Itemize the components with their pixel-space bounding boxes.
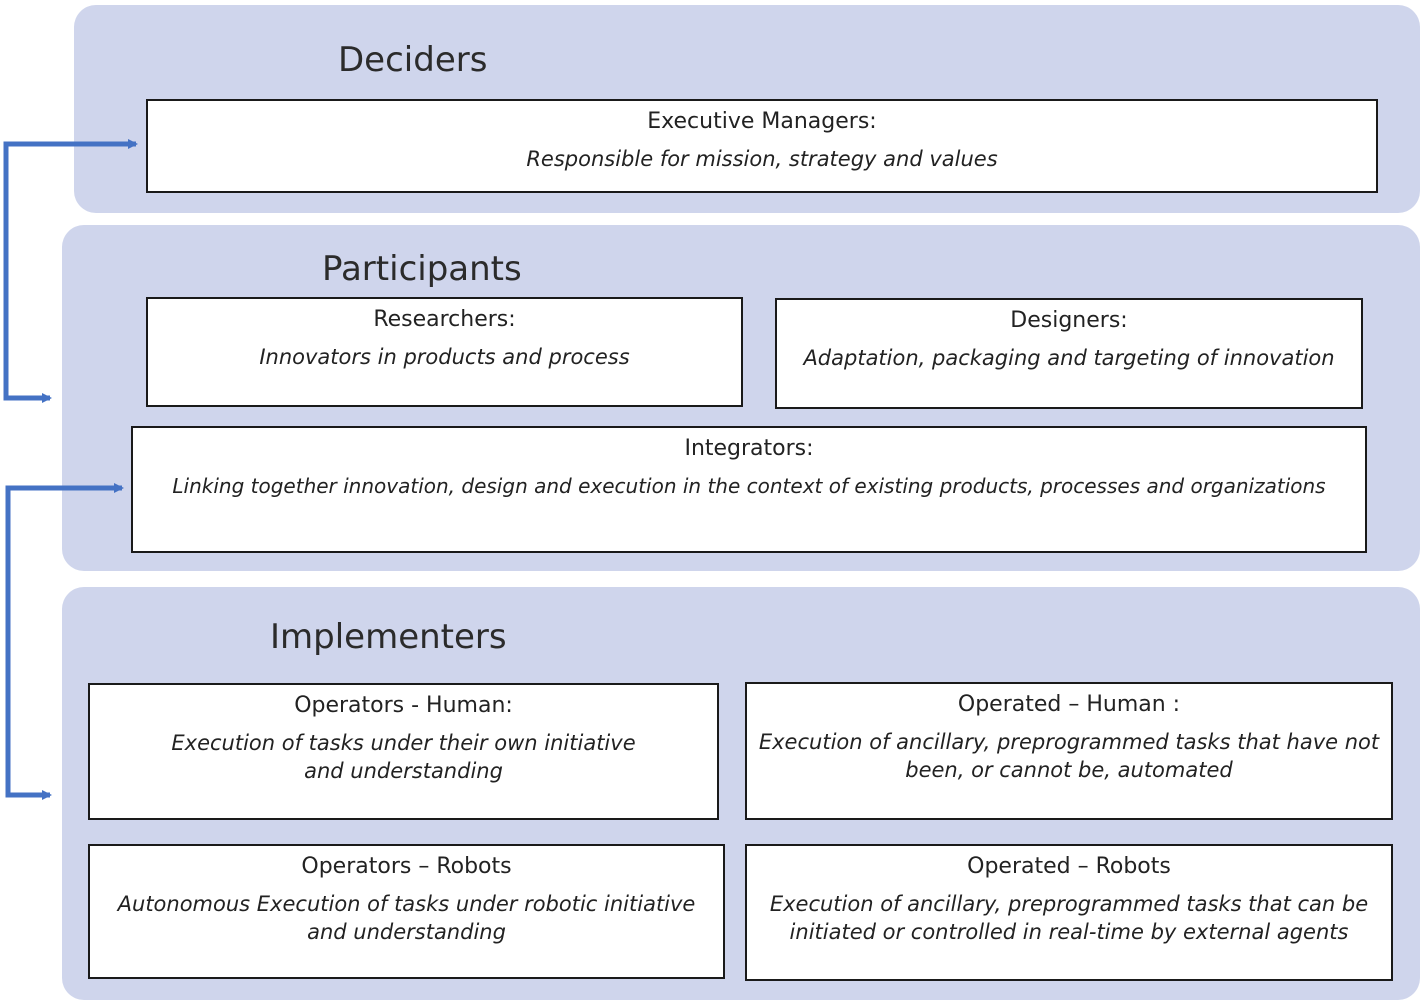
operated-human-label: Operated – Human : <box>957 692 1181 717</box>
operators-human-description: Execution of tasks under their own initi… <box>171 731 636 783</box>
arrow-to-implementers <box>5 488 52 800</box>
implementers-title: Implementers <box>270 617 507 657</box>
participants-title: Participants <box>322 249 522 289</box>
executive-managers-box: Executive Managers: Responsible for miss… <box>146 99 1378 193</box>
designers-label: Designers: <box>1010 308 1128 333</box>
operated-human-box: Operated – Human : Execution of ancillar… <box>745 682 1393 820</box>
arrow-to-participants <box>3 144 52 403</box>
researchers-label: Researchers: <box>373 307 516 332</box>
operated-robots-box: Operated – Robots Execution of ancillary… <box>745 844 1393 981</box>
arrow-to-executive-managers <box>3 139 138 398</box>
operators-human-box: Operators - Human: Execution of tasks un… <box>88 683 719 820</box>
integrators-box: Integrators: Linking together innovation… <box>131 426 1367 553</box>
deciders-title: Deciders <box>338 40 488 80</box>
integrators-description: Linking together innovation, design and … <box>172 474 1326 498</box>
operated-robots-description: Execution of ancillary, preprogrammed ta… <box>769 892 1369 944</box>
integrators-label: Integrators: <box>684 436 814 461</box>
operated-robots-label: Operated – Robots <box>967 854 1171 879</box>
executive-managers-label: Executive Managers: <box>647 109 877 134</box>
operators-robots-label: Operators – Robots <box>301 854 512 879</box>
operators-robots-description: Autonomous Execution of tasks under robo… <box>117 892 696 944</box>
designers-description: Adaptation, packaging and targeting of i… <box>803 346 1335 370</box>
researchers-description: Innovators in products and process <box>259 345 630 369</box>
operated-human-description: Execution of ancillary, preprogrammed ta… <box>758 730 1380 782</box>
arrow-to-integrators <box>5 483 124 795</box>
designers-box: Designers: Adaptation, packaging and tar… <box>775 298 1363 409</box>
executive-managers-description: Responsible for mission, strategy and va… <box>526 147 998 171</box>
researchers-box: Researchers: Innovators in products and … <box>146 297 743 407</box>
operators-robots-box: Operators – Robots Autonomous Execution … <box>88 844 725 979</box>
operators-human-label: Operators - Human: <box>294 693 513 718</box>
